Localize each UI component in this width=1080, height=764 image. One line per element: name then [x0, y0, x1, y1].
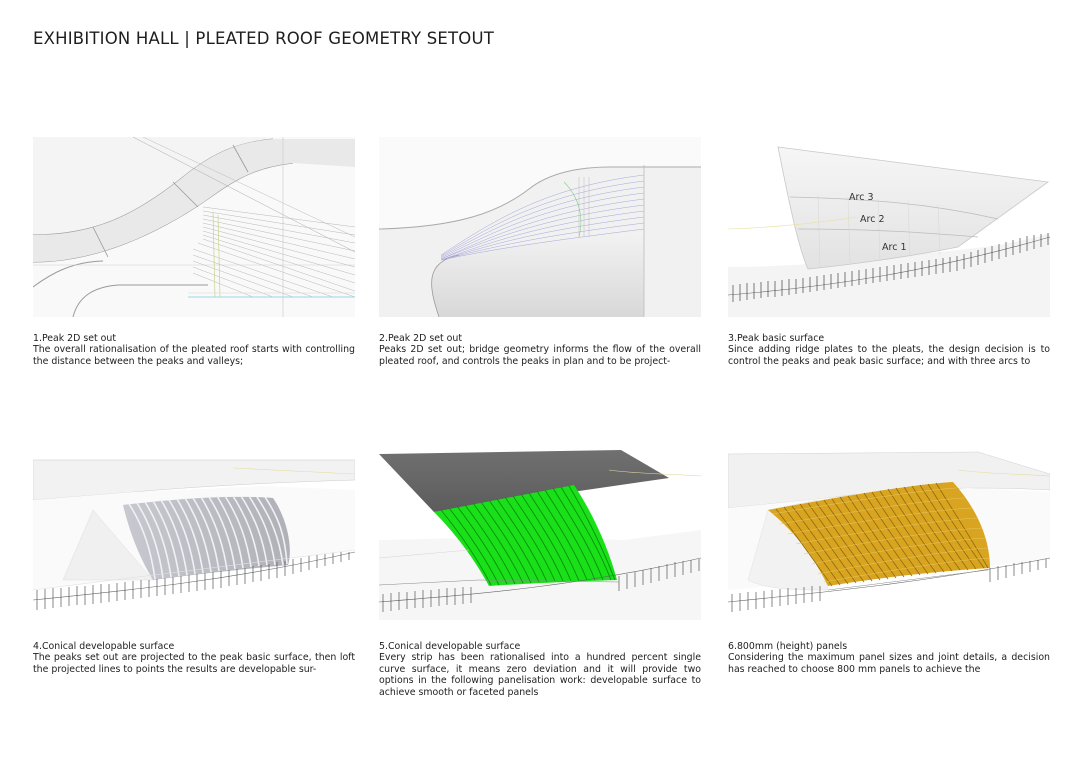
panel-1-title: 1.Peak 2D set out — [33, 333, 117, 344]
panel-5-image — [379, 440, 701, 620]
conical-developable-surface-green-strips-drawing — [379, 440, 701, 620]
peak-2d-setout-bridge-drawing — [379, 137, 701, 317]
panel-2-body: Peaks 2D set out; bridge geometry inform… — [379, 344, 701, 367]
panel-4-caption: 4.Conical developable surface The peaks … — [33, 641, 355, 675]
panel-2-caption: 2.Peak 2D set out Peaks 2D set out; brid… — [379, 333, 701, 367]
panel-4-image — [33, 440, 355, 620]
panel-1-image — [33, 137, 355, 317]
conical-developable-surface-grey-drawing — [33, 440, 355, 620]
800mm-panels-gold-drawing — [728, 440, 1050, 620]
peak-2d-setout-plan-drawing — [33, 137, 355, 317]
panel-5-body: Every strip has been rationalised into a… — [379, 652, 701, 698]
arc-2-label: Arc 2 — [860, 214, 884, 225]
panel-3-body: Since adding ridge plates to the pleats,… — [728, 344, 1050, 367]
panel-6-title: 6.800mm (height) panels — [728, 641, 848, 652]
arc-3-label: Arc 3 — [849, 192, 873, 203]
panel-5-title: 5.Conical developable surface — [379, 641, 521, 652]
panel-4-body: The peaks set out are projected to the p… — [33, 652, 355, 675]
arc-1-label: Arc 1 — [882, 242, 906, 253]
panel-6-image — [728, 440, 1050, 620]
panel-6-body: Considering the maximum panel sizes and … — [728, 652, 1050, 675]
panel-4-title: 4.Conical developable surface — [33, 641, 175, 652]
panel-2-title: 2.Peak 2D set out — [379, 333, 463, 344]
panel-5-caption: 5.Conical developable surface Every stri… — [379, 641, 701, 698]
panel-1-caption: 1.Peak 2D set out The overall rationalis… — [33, 333, 355, 367]
panel-3-title: 3.Peak basic surface — [728, 333, 825, 344]
panel-2-image — [379, 137, 701, 317]
peak-basic-surface-drawing: Arc 3 Arc 2 Arc 1 — [728, 137, 1050, 317]
page-title: EXHIBITION HALL | PLEATED ROOF GEOMETRY … — [33, 29, 495, 48]
panel-3-caption: 3.Peak basic surface Since adding ridge … — [728, 333, 1050, 367]
panel-1-body: The overall rationalisation of the pleat… — [33, 344, 355, 367]
panel-6-caption: 6.800mm (height) panels Considering the … — [728, 641, 1050, 675]
panel-3-image: Arc 3 Arc 2 Arc 1 — [728, 137, 1050, 317]
